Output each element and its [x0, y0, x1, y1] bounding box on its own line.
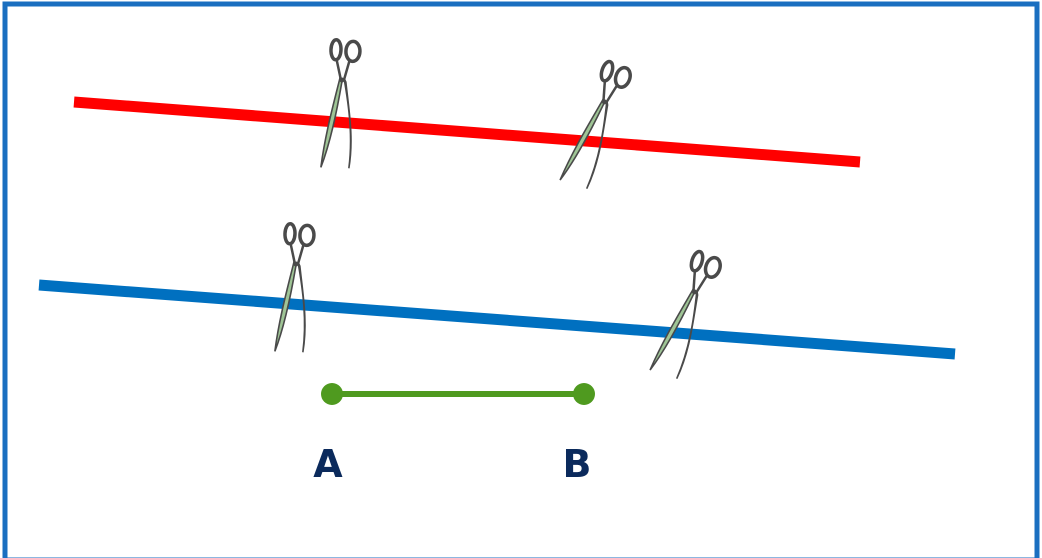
endpoint-a	[321, 383, 343, 405]
red-line	[73, 96, 861, 168]
scissors-icon	[648, 246, 725, 383]
blue-line	[38, 279, 956, 360]
endpoint-b	[573, 383, 595, 405]
label-a: A	[313, 442, 343, 486]
scissors-icon	[273, 221, 317, 355]
scissors-icon	[319, 37, 363, 171]
scissors-icon	[558, 56, 635, 193]
label-b: B	[563, 442, 592, 486]
